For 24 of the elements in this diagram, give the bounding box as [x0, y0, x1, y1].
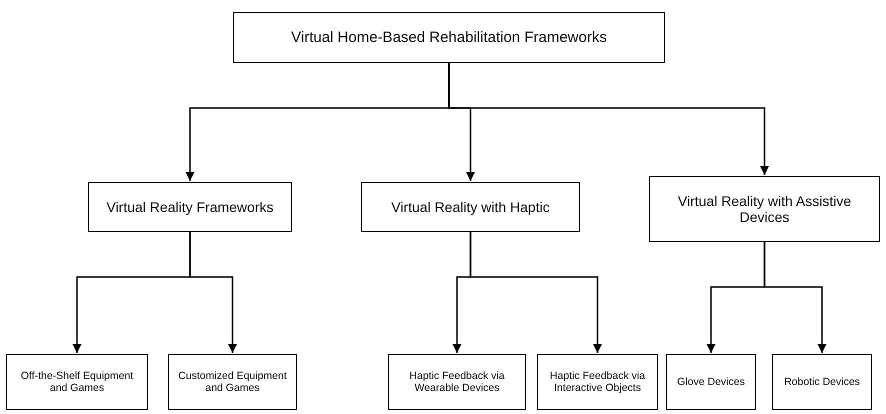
category-box [88, 182, 292, 232]
category-box [537, 354, 658, 410]
category-label: Off-the-Shelf Equipment and Games [20, 370, 134, 394]
arrow [448, 63, 769, 175]
arrow [470, 232, 602, 353]
category-label: Glove Devices [677, 376, 745, 388]
category-box [649, 176, 880, 242]
category-label: Virtual Reality Frameworks [106, 199, 274, 215]
category-box [361, 182, 580, 232]
arrow [189, 232, 237, 353]
category-label: Customized Equipment and Games [177, 370, 288, 394]
arrow [764, 242, 826, 353]
category-label: Haptic Feedback via Interactive Objects [548, 370, 646, 394]
category-box [772, 354, 872, 410]
category-label: Robotic Devices [784, 376, 860, 388]
category-box [388, 354, 526, 410]
category-label: Haptic Feedback via Wearable Devices [408, 370, 506, 394]
category-box [168, 354, 297, 410]
category-label: Virtual Reality with Assistive Devices [676, 193, 852, 225]
category-box [666, 354, 756, 410]
category-label: Virtual Reality with Haptic [391, 199, 550, 215]
category-box [233, 12, 665, 63]
category-label: Virtual Home-Based Rehabilitation Frameworks [291, 29, 607, 46]
category-box [6, 354, 148, 410]
